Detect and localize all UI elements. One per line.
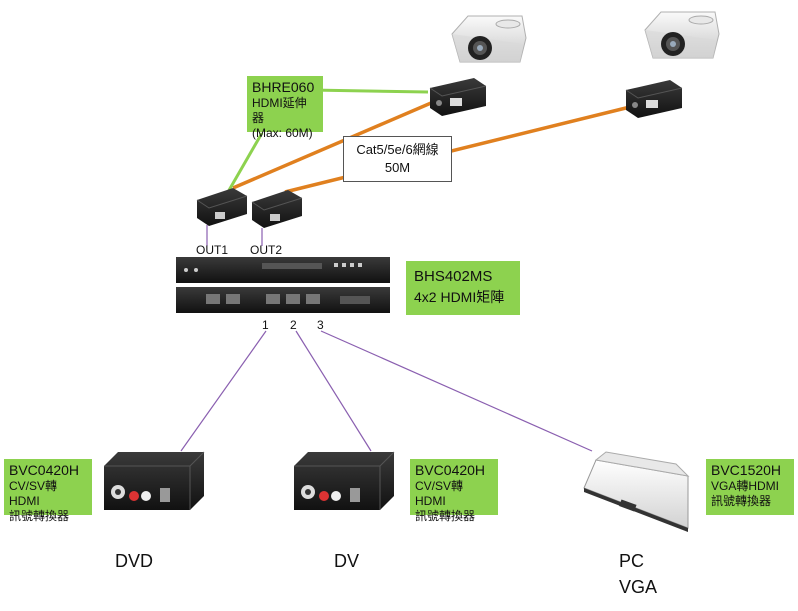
matrix-model: BHS402MS	[414, 268, 493, 285]
input-port-1: 1	[262, 318, 269, 332]
hdmi-receiver-icon	[625, 80, 683, 118]
converter-dvd-label: BVC0420H CV/SV轉HDMI 訊號轉換器	[4, 459, 92, 523]
converter-dv-line1: CV/SV轉HDMI	[415, 479, 464, 508]
cable-type: Cat5/5e/6網線	[356, 142, 439, 157]
cat-cable-1	[232, 98, 439, 190]
converter-dv-label: BVC0420H CV/SV轉HDMI 訊號轉換器	[410, 459, 498, 523]
matrix-desc: 4x2 HDMI矩陣	[414, 289, 505, 305]
cat-cable-2	[284, 104, 635, 194]
source-pc-line2: VGA	[619, 577, 658, 597]
converter-dvd-line1: CV/SV轉HDMI	[9, 479, 58, 508]
converter-pc-label: BVC1520H VGA轉HDMI 訊號轉換器	[706, 459, 794, 515]
extender-note: (Max: 60M)	[252, 126, 313, 140]
matrix-label: BHS402MS 4x2 HDMI矩陣	[406, 261, 520, 315]
hdmi-line-3	[320, 330, 593, 452]
hdmi-transmitter-icon	[196, 188, 248, 226]
source-pc-line1: PC	[619, 551, 645, 571]
vga-converter-icon	[583, 451, 690, 532]
input-port-3: 3	[317, 318, 324, 332]
cable-label: Cat5/5e/6網線 50M	[343, 136, 452, 182]
video-converter-icon	[294, 451, 395, 510]
extender-label: BHRE060 HDMI延伸器 (Max: 60M)	[247, 76, 323, 140]
cable-length: 50M	[384, 160, 411, 175]
output-label-2: OUT2	[250, 243, 282, 257]
hdmi-matrix-icon	[176, 257, 390, 313]
hdmi-line-1	[180, 330, 267, 452]
extender-callout-line	[309, 88, 429, 94]
converter-dv-line2: 訊號轉換器	[415, 509, 476, 523]
input-port-2: 2	[290, 318, 297, 332]
converter-dvd-model: BVC0420H	[9, 462, 80, 478]
source-pc-label: PC VGA	[619, 548, 657, 600]
extender-model: BHRE060	[252, 79, 315, 95]
hdmi-transmitter-icon	[251, 190, 303, 228]
converter-pc-model: BVC1520H	[711, 462, 782, 478]
projector-icon	[644, 11, 720, 59]
converter-pc-line1: VGA轉HDMI	[711, 479, 780, 493]
source-dvd-label: DVD	[115, 551, 154, 571]
hdmi-line-2	[295, 330, 372, 452]
extender-desc: HDMI延伸器	[252, 96, 307, 125]
video-converter-icon	[104, 451, 205, 510]
converter-dv-model: BVC0420H	[415, 462, 486, 478]
output-label-1: OUT1	[196, 243, 228, 257]
converter-dvd-line2: 訊號轉換器	[9, 509, 70, 523]
converter-pc-line2: 訊號轉換器	[711, 494, 772, 508]
projector-icon	[451, 15, 527, 63]
hdmi-receiver-icon	[429, 78, 487, 116]
source-dv-label: DV	[334, 551, 360, 571]
extender-callout-line-2	[226, 132, 264, 193]
